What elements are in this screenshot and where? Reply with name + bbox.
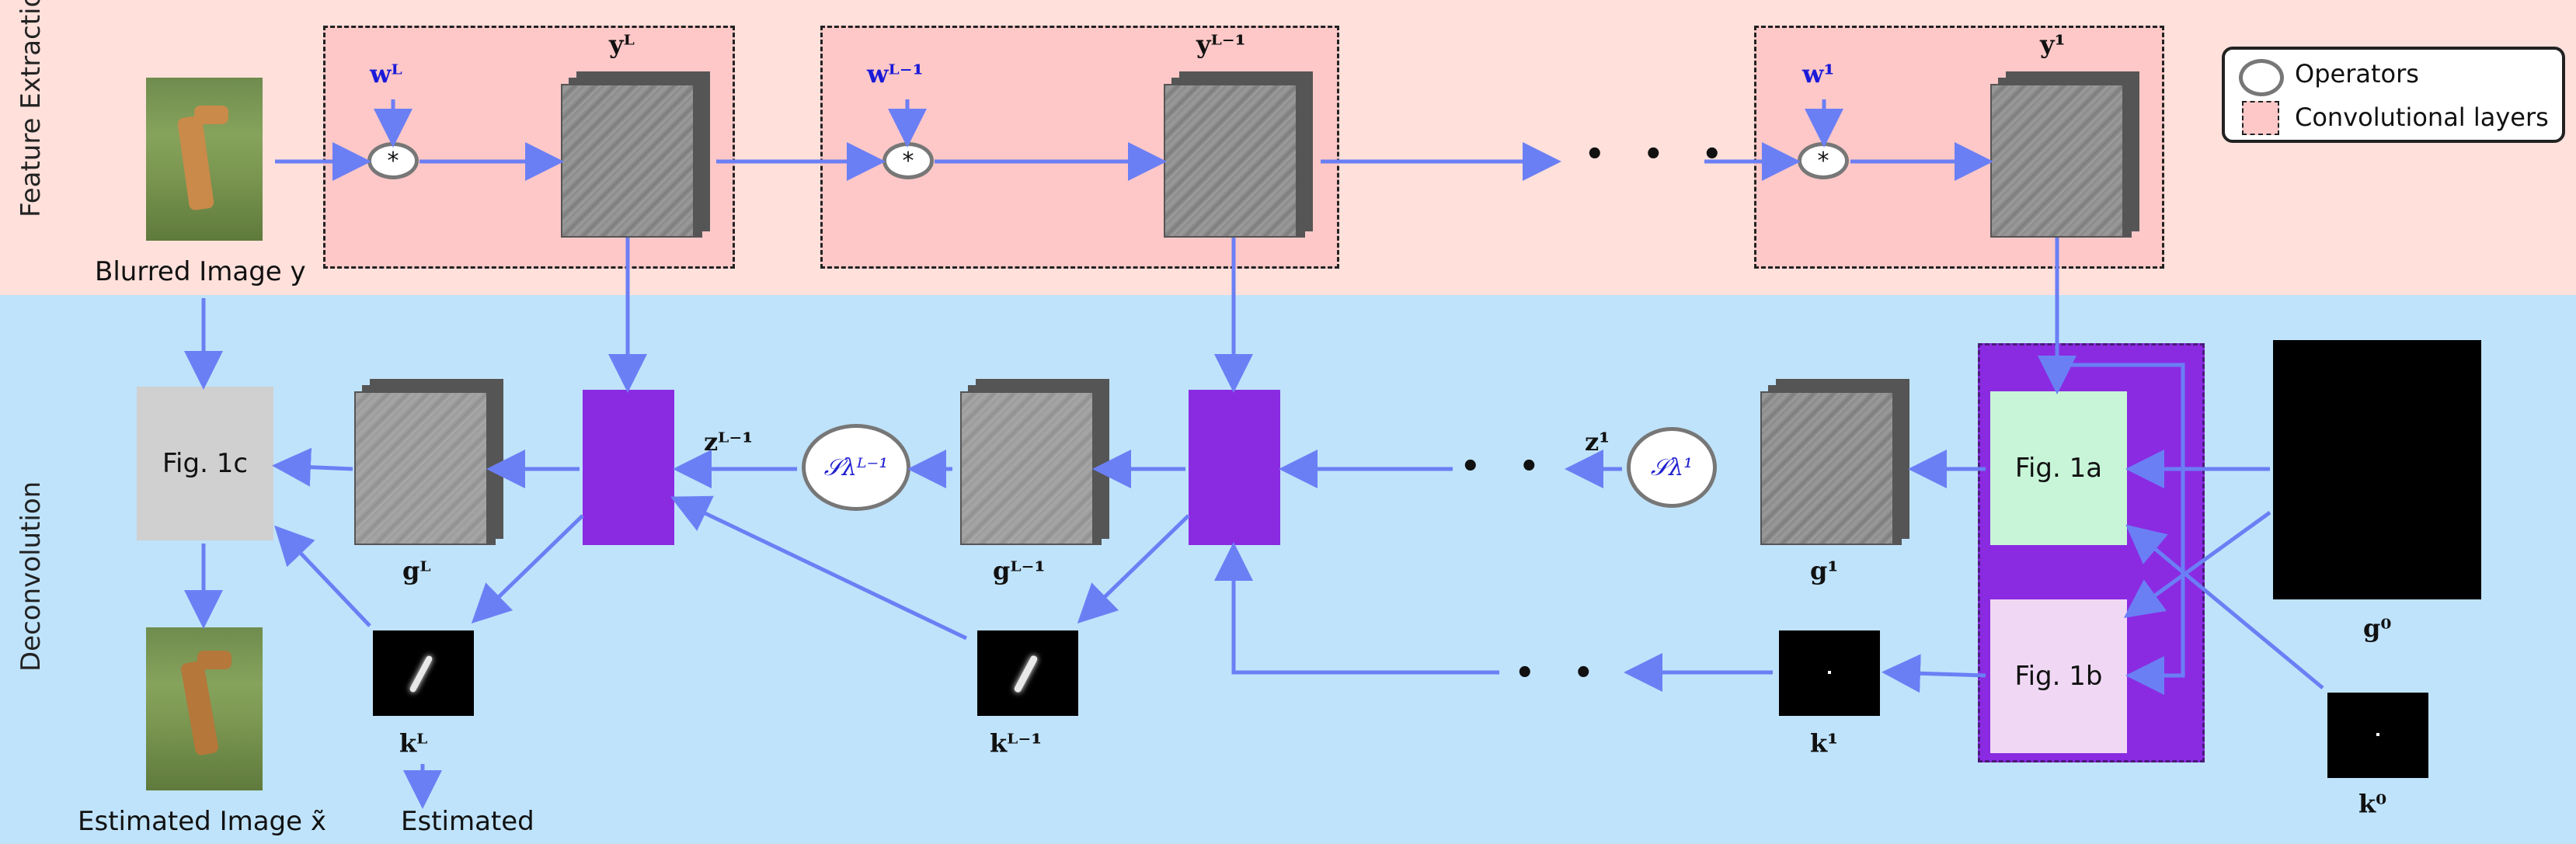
arrow-y1-to-fig1b bbox=[2057, 363, 2185, 695]
blurred-image-label: Blurred Image y bbox=[95, 256, 306, 287]
label-w1: w¹ bbox=[1802, 59, 1835, 89]
label-k1: k¹ bbox=[1810, 728, 1839, 758]
g0-black-image bbox=[2273, 340, 2481, 599]
arrow-k0-to-fig1a bbox=[2125, 524, 2324, 689]
arrow-combineL-to-kL bbox=[471, 514, 584, 623]
fig-1b-box: Fig. 1b bbox=[1990, 599, 2127, 753]
arrow-kL1-to-combineL bbox=[670, 495, 968, 641]
combine-block-L bbox=[583, 390, 674, 545]
kernel-kL1 bbox=[977, 630, 1078, 716]
label-g1: g¹ bbox=[1810, 556, 1839, 585]
arrow-g0-to-fig1b bbox=[2123, 510, 2271, 618]
feature-map-yL bbox=[561, 84, 694, 238]
kernel-k0 bbox=[2327, 693, 2428, 778]
fig-1a-box: Fig. 1a bbox=[1990, 391, 2127, 545]
arrow-fig1b-to-k1 bbox=[1882, 654, 1986, 693]
arrow-gL-to-fig1c bbox=[272, 447, 353, 487]
label-k0: k⁰ bbox=[2358, 789, 2387, 818]
label-kL: kᴸ bbox=[399, 728, 428, 758]
conv-layer-legend-icon bbox=[2242, 101, 2279, 135]
label-yL1: yᴸ⁻¹ bbox=[1196, 30, 1246, 59]
label-zL1: zᴸ⁻¹ bbox=[704, 427, 754, 457]
label-wL: wᴸ bbox=[370, 59, 402, 89]
gradient-g1 bbox=[1760, 391, 1894, 545]
top-ellipsis: • • • bbox=[1585, 137, 1736, 172]
label-y1: y¹ bbox=[2040, 30, 2066, 59]
label-yL: yᴸ bbox=[609, 30, 635, 59]
combine-block-L1 bbox=[1189, 390, 1280, 545]
blurred-image-photo bbox=[146, 78, 263, 241]
estimated-kernel-label: Estimated bbox=[401, 806, 534, 837]
conv-operator-1: * bbox=[1798, 142, 1849, 179]
estimated-image-photo bbox=[146, 627, 263, 790]
gradient-gL1 bbox=[960, 391, 1094, 545]
label-wL1: wᴸ⁻¹ bbox=[867, 59, 924, 89]
legend: Operators Convolutional layers bbox=[2222, 47, 2565, 143]
fig-1c-box: Fig. 1c bbox=[137, 387, 273, 540]
kernel-k1 bbox=[1779, 630, 1880, 716]
legend-conv-layers: Convolutional layers bbox=[2295, 102, 2549, 132]
label-g0: g⁰ bbox=[2363, 613, 2392, 643]
gradient-gL bbox=[354, 391, 488, 545]
kernel-kL bbox=[373, 630, 474, 716]
estimated-image-label: Estimated Image x̃ bbox=[78, 806, 326, 837]
label-gL: gᴸ bbox=[402, 556, 431, 585]
arrow-kL-to-fig1c bbox=[274, 525, 371, 627]
operator-legend-icon bbox=[2239, 59, 2284, 96]
legend-operators: Operators bbox=[2295, 59, 2419, 89]
arrow-dots-to-combineL1-k bbox=[1214, 542, 1499, 675]
arrow-combineL1-to-kL1 bbox=[1077, 514, 1190, 623]
label-gL1: gᴸ⁻¹ bbox=[993, 556, 1046, 585]
label-kL1: kᴸ⁻¹ bbox=[990, 728, 1043, 758]
shrinkage-operator-1: 𝒮λ¹ bbox=[1627, 427, 1717, 508]
